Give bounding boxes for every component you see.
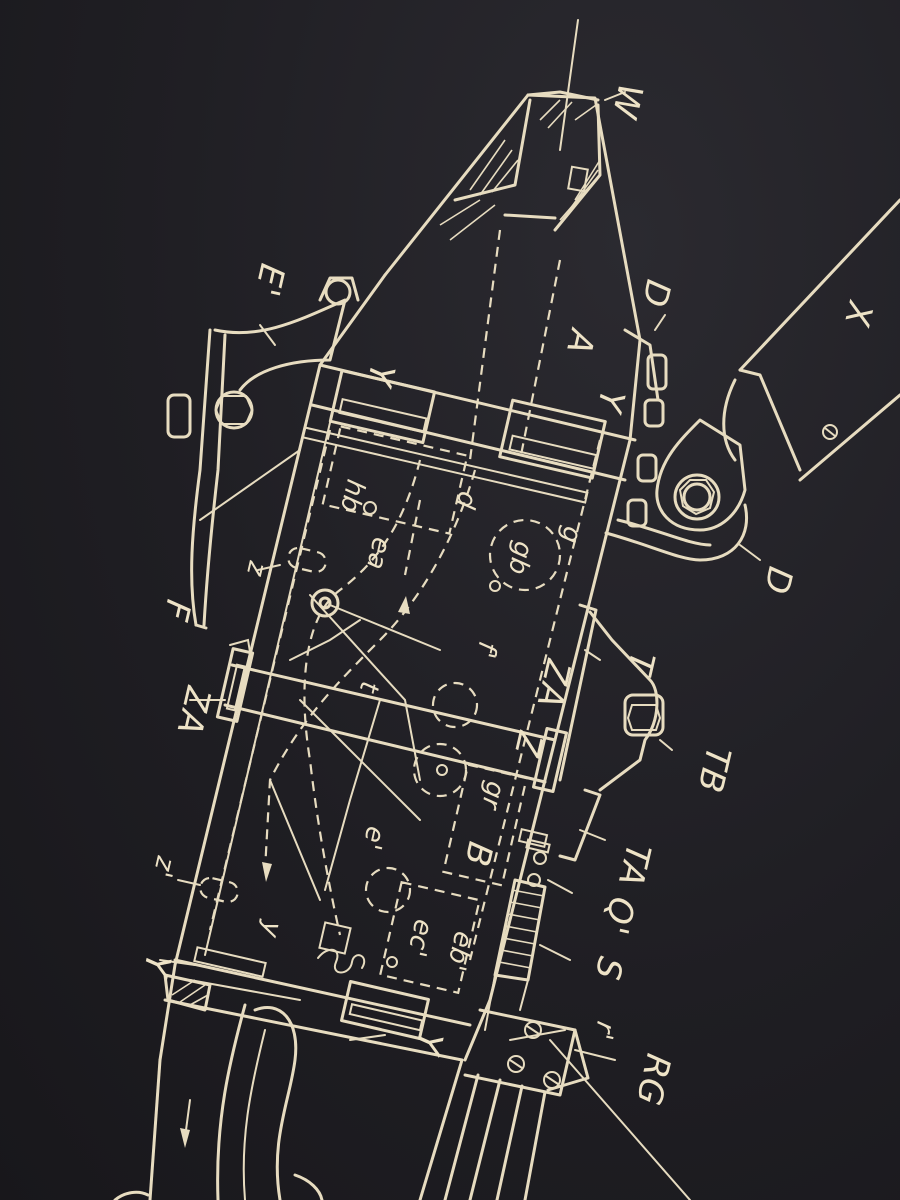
label-Y-top-right: Y <box>588 386 632 417</box>
label-hb: hb <box>334 476 371 515</box>
label-T: T <box>618 648 662 679</box>
label-TA: TA <box>610 840 659 891</box>
label-Y-top-left: Y <box>358 360 402 391</box>
spring-s <box>484 878 547 1031</box>
label-TB: TB <box>689 743 738 797</box>
label-g: g <box>554 523 587 546</box>
labels: W X A Y Y D D E' F hb d g gb ea z f' ZA … <box>134 80 881 1110</box>
label-W: W <box>603 80 650 123</box>
label-D-top: D <box>633 276 678 311</box>
rg-assembly <box>418 1008 691 1200</box>
label-d: d <box>449 488 482 511</box>
nose-tip <box>383 19 642 461</box>
label-gr: gr <box>475 778 511 813</box>
label-B: B <box>456 838 500 871</box>
label-RG: RG <box>628 1050 679 1110</box>
label-eb1: eb' <box>440 928 478 973</box>
label-Y-far-left: Y <box>134 950 178 981</box>
right-brackets <box>517 603 665 887</box>
label-S: S <box>586 953 630 984</box>
label-gb: gb <box>502 538 539 577</box>
y-blocks <box>193 369 607 1040</box>
lower-taper <box>113 1003 324 1200</box>
leader-lines <box>159 91 761 1061</box>
label-ea: ea <box>360 534 396 572</box>
main-body <box>158 273 642 1062</box>
label-ec1: ec' <box>401 916 439 959</box>
label-A: A <box>558 324 603 359</box>
label-X: X <box>836 296 881 331</box>
label-f1: f' <box>470 638 503 661</box>
label-D-bottom: D <box>755 563 800 598</box>
lever-e1-f <box>166 276 360 630</box>
arm-x <box>604 198 900 562</box>
cam-tracks <box>180 425 562 1148</box>
label-ZA-left: ZA <box>168 682 218 739</box>
label-z-bottom: z' <box>147 852 181 880</box>
label-Q1: Q' <box>595 893 643 939</box>
label-y: y <box>255 917 288 940</box>
label-E1: E' <box>246 260 292 301</box>
label-e1: e' <box>356 823 390 852</box>
label-z-top: z <box>240 557 273 579</box>
za-crossbar <box>215 638 568 793</box>
label-Z: Z <box>506 727 551 761</box>
label-ZA-center: ZA <box>528 655 578 712</box>
label-r1: r' <box>587 1018 620 1042</box>
